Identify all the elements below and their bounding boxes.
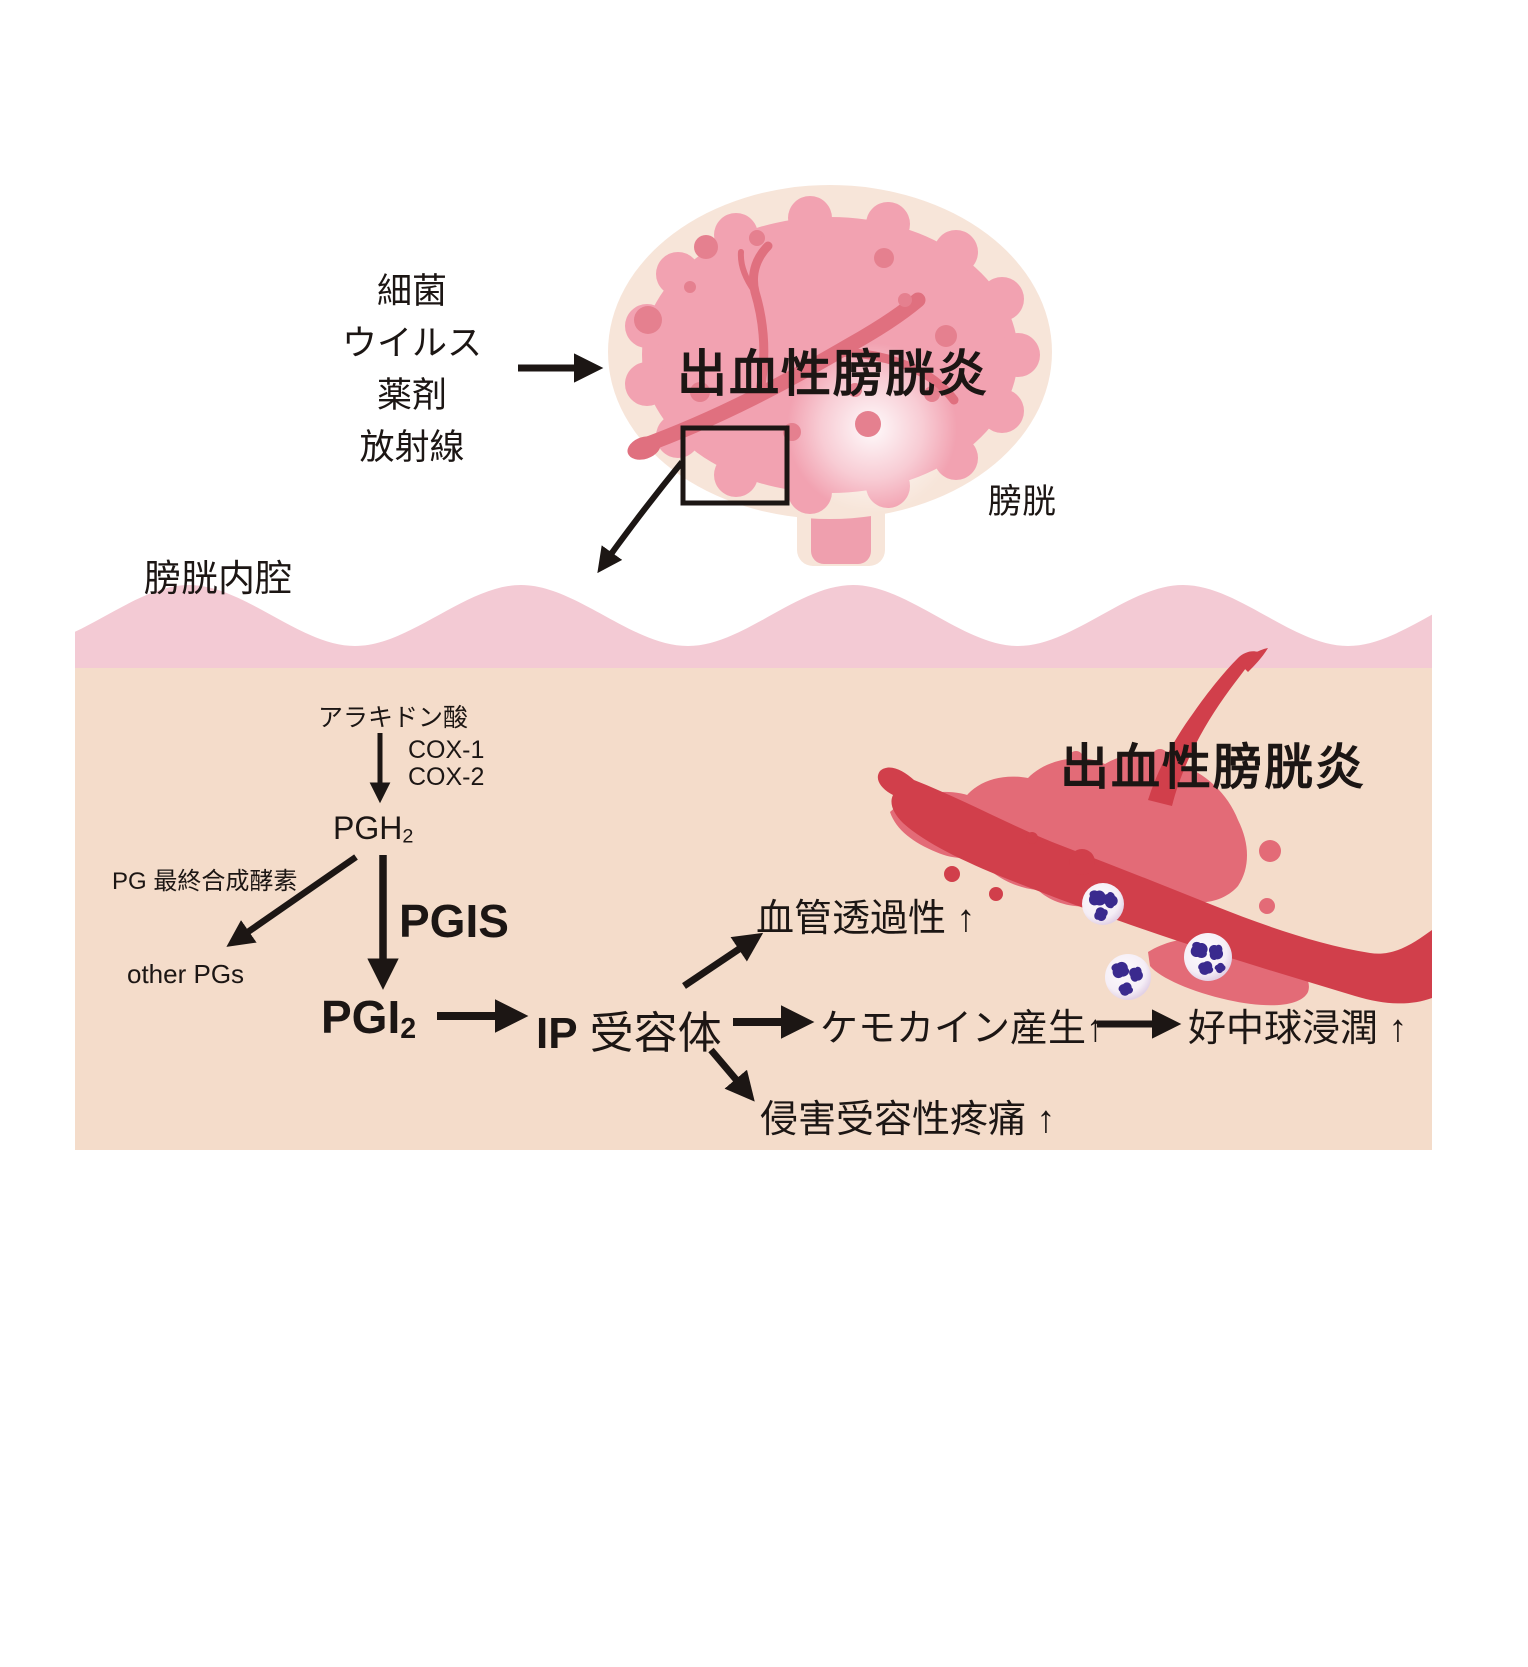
nociceptive-pain-label: 侵害受容性疼痛 ↑ xyxy=(760,1099,1056,1141)
chemokine-production-label: ケモカイン産生↑ xyxy=(820,1008,1106,1050)
pgis-label: PGIS xyxy=(399,895,509,947)
ip-pain-arrow xyxy=(708,1047,755,1102)
bladder-icon xyxy=(608,185,1052,566)
cause-item-radiation: 放射線 xyxy=(359,428,465,467)
arachidonic-acid-label: アラキドン酸 xyxy=(318,704,469,732)
cause-item-virus: ウイルス xyxy=(341,324,482,363)
pgi2-label: PGI2 xyxy=(321,991,417,1046)
bladder-disease-title: 出血性膀胱炎 xyxy=(677,346,989,402)
ip-label: IP xyxy=(536,1009,578,1058)
cause-item-bacteria: 細菌 xyxy=(376,272,447,311)
bladder-spots xyxy=(634,230,957,441)
cox2-label: COX-2 xyxy=(408,763,485,791)
pgh2-label: PGH2 xyxy=(333,810,414,848)
mucosa-wave-band xyxy=(75,585,1432,685)
cox-enzymes-label: COX-1 COX-2 xyxy=(408,737,484,791)
cox1-label: COX-1 xyxy=(408,736,485,764)
neutrophil-cells xyxy=(1082,883,1232,1000)
tissue-panel xyxy=(75,585,1432,1150)
causes-list: 細菌 ウイルス 薬剤 放射線 xyxy=(322,266,502,474)
pg-synthase-arrow xyxy=(226,854,358,947)
bladder-organ-label: 膀胱 xyxy=(988,483,1056,521)
vascular-permeability-label: 血管透過性 ↑ xyxy=(756,898,976,940)
bladder-vessel xyxy=(627,241,959,460)
cause-item-drug: 薬剤 xyxy=(376,376,447,415)
other-pgs-label: other PGs xyxy=(127,959,245,989)
receptor-label: 受容体 xyxy=(589,1009,722,1058)
panel-disease-title: 出血性膀胱炎 xyxy=(1059,741,1366,795)
ip-vascular-arrow xyxy=(682,932,764,989)
neutrophil-icon xyxy=(1184,933,1232,981)
bleeding-vessel-icon xyxy=(877,648,1432,1006)
bladder-lumen-label: 膀胱内腔 xyxy=(144,558,292,599)
pg-terminal-synthase-label: PG 最終合成酵素 xyxy=(112,868,298,895)
neutrophil-infiltration-label: 好中球浸潤 ↑ xyxy=(1188,1008,1408,1050)
neutrophil-icon xyxy=(1105,954,1151,1000)
inset-zoom-arrow xyxy=(597,460,685,574)
neutrophil-icon xyxy=(1082,883,1124,925)
